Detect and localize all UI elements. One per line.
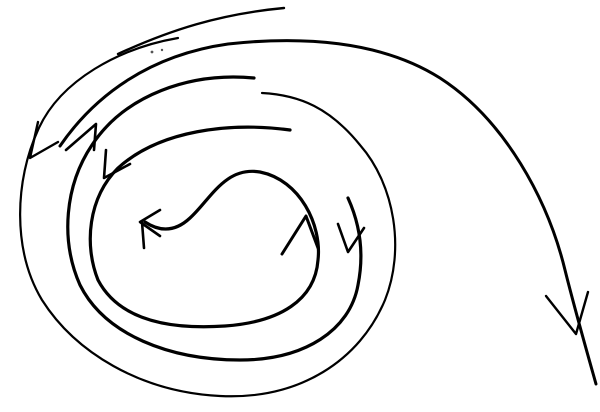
inner-ring-curve bbox=[90, 127, 318, 327]
middle-ring-curve bbox=[68, 77, 361, 360]
ink-speck bbox=[161, 49, 163, 51]
outer-ring-curve bbox=[20, 38, 395, 396]
outer-left-arrowhead-icon bbox=[30, 122, 58, 158]
middle-left-arrowhead-icon bbox=[104, 150, 130, 178]
ink-speck bbox=[151, 51, 154, 54]
